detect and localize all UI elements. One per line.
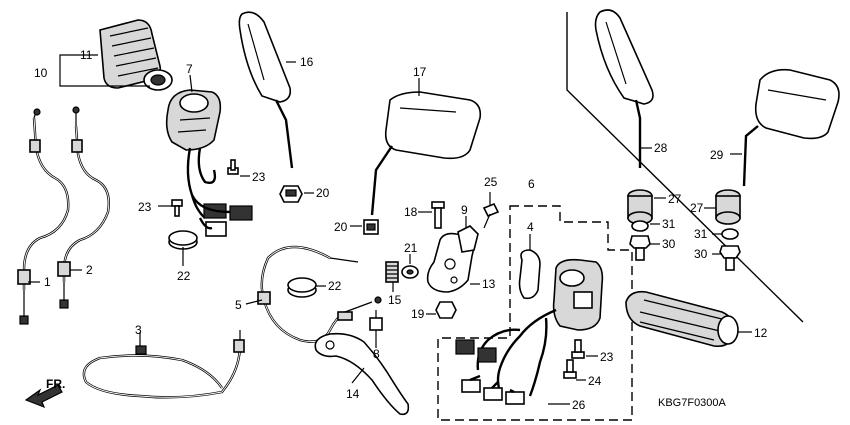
mirror-28 <box>594 9 654 168</box>
callout-label: 5 <box>235 298 242 312</box>
callout-label: 31 <box>694 227 708 241</box>
callout-label: 23 <box>600 350 614 364</box>
callout-label: 17 <box>413 65 427 79</box>
throttle-grip <box>99 19 173 91</box>
callout-label: 15 <box>388 293 402 307</box>
spring-15 <box>385 261 399 283</box>
callout-label: 29 <box>710 148 724 162</box>
callout-label: 28 <box>654 141 668 155</box>
callout-label: 2 <box>86 263 93 277</box>
callout-label: 21 <box>404 241 418 255</box>
lever-4 <box>518 234 541 300</box>
callout-label: 19 <box>411 307 425 321</box>
callout-label: 13 <box>482 277 496 291</box>
figure-code: KBG7F0300A <box>658 397 727 409</box>
throttle-cable-2 <box>57 106 110 309</box>
callout-label: 1 <box>44 275 51 289</box>
switch-housing <box>552 258 604 331</box>
clutch-lever-14 <box>314 332 410 416</box>
front-direction-arrow <box>24 384 63 409</box>
adjuster-8 <box>369 310 383 331</box>
adapter-27-left <box>627 189 653 225</box>
callout-label: 30 <box>662 237 676 251</box>
bolt-25 <box>482 202 500 229</box>
callout-label: 24 <box>588 374 602 388</box>
callout-label: 20 <box>334 220 348 234</box>
callout-label: 11 <box>80 48 93 62</box>
callout-label: 20 <box>316 186 330 200</box>
callout-label: 27 <box>690 201 704 215</box>
switch-harness <box>455 308 557 405</box>
adapter-27-right <box>715 189 741 225</box>
nut-31-left <box>631 220 649 232</box>
screw-23-lower <box>171 199 183 217</box>
callout-label: 22 <box>177 269 191 283</box>
screw-23-upper <box>227 159 239 175</box>
throttle-cable-1 <box>17 108 70 325</box>
bolt-18 <box>431 201 445 229</box>
switch-assembly-box <box>437 205 633 421</box>
grip-12 <box>625 290 739 348</box>
callout-label: 27 <box>668 192 682 206</box>
callout-label: 31 <box>662 217 676 231</box>
callout-label: 4 <box>527 220 534 234</box>
bolt-30-left <box>629 235 651 261</box>
clutch-cable-5 <box>257 245 382 343</box>
callout-label: 3 <box>135 323 142 337</box>
callout-label: 9 <box>461 203 468 217</box>
nut-20-lower <box>363 219 379 235</box>
nut-31-right <box>721 228 739 240</box>
mirror-29 <box>742 68 840 187</box>
callout-label: 25 <box>484 175 498 189</box>
mirror-16 <box>238 11 294 169</box>
throttle-housing <box>165 89 253 237</box>
callout-label: 18 <box>404 205 418 219</box>
callout-label: 6 <box>528 177 535 191</box>
screw-23-right <box>571 339 585 359</box>
nut-19 <box>435 301 457 319</box>
callout-label: 26 <box>572 398 586 412</box>
clamp-22-mid <box>287 277 317 298</box>
choke-cable-3 <box>82 330 245 399</box>
callout-label: 8 <box>373 347 380 361</box>
callout-label: 23 <box>138 200 152 214</box>
bolt-30-right <box>719 245 741 271</box>
part-9 <box>457 225 479 253</box>
callout-label: 30 <box>694 247 708 261</box>
collar-21 <box>401 265 419 279</box>
callout-label: 23 <box>252 170 266 184</box>
nut-20-upper <box>279 185 303 203</box>
callout-label: 16 <box>300 55 314 69</box>
callout-label: 7 <box>186 62 193 76</box>
callout-label: 14 <box>346 387 360 401</box>
clamp-22-left <box>168 230 198 250</box>
panel-divider <box>566 12 804 323</box>
mirror-17 <box>370 91 482 216</box>
front-direction-label: FR. <box>46 377 65 391</box>
callout-label: 10 <box>34 66 48 80</box>
callout-label: 22 <box>328 279 342 293</box>
screw-24 <box>563 359 577 379</box>
callout-label: 12 <box>754 326 768 340</box>
